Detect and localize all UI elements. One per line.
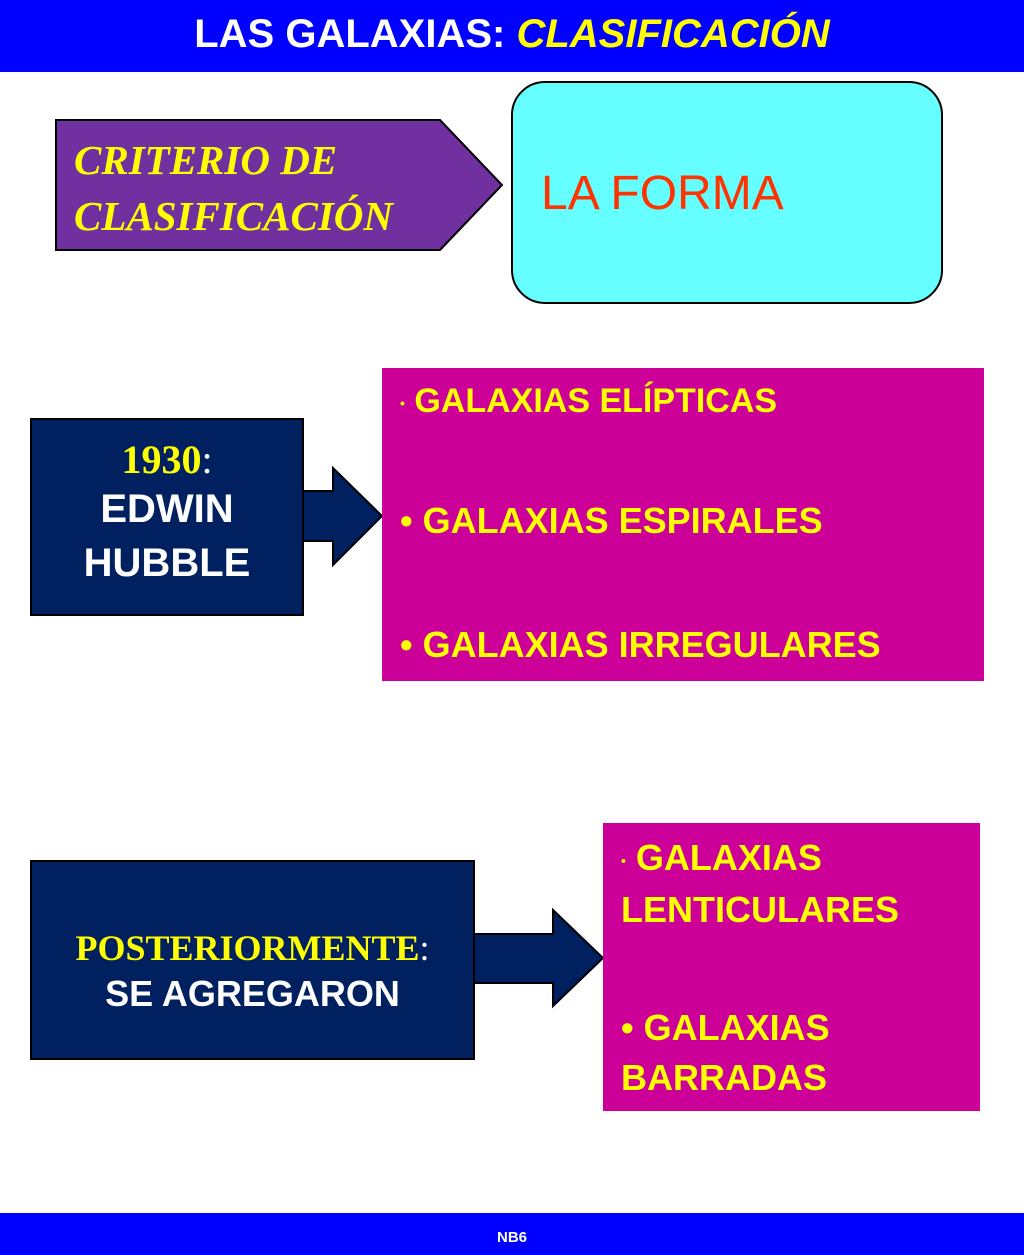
- page-title-accent: CLASIFICACIÓN: [516, 12, 830, 56]
- posterior-box: POSTERIORMENTE: SE AGREGARON: [30, 860, 475, 1060]
- list-item: • GALAXIAS ELÍPTICAS: [400, 382, 777, 421]
- bullet-icon: •: [400, 624, 413, 665]
- posterior-sub: SE AGREGARON: [105, 973, 400, 1014]
- posterior-colon: :: [419, 928, 430, 968]
- hubble-year: 1930:: [121, 437, 213, 482]
- hubble-box: 1930: EDWIN HUBBLE: [30, 418, 304, 616]
- forma-label: LA FORMA: [541, 167, 784, 220]
- bullet-icon: •: [621, 852, 626, 869]
- forma-box: LA FORMA: [511, 81, 943, 304]
- galaxy-types-box: • GALAXIAS ELÍPTICAS • GALAXIAS ESPIRALE…: [382, 368, 984, 681]
- bullet-icon: •: [621, 1007, 634, 1048]
- criterio-arrow-box: [55, 119, 504, 251]
- page-title: LAS GALAXIAS: CLASIFICACIÓN: [194, 12, 830, 56]
- criterio-label: CRITERIO DE CLASIFICACIÓN: [74, 132, 454, 244]
- posterior-arrow-icon: [470, 907, 605, 1009]
- footer-banner: NB6: [0, 1213, 1024, 1255]
- posterior-lead: POSTERIORMENTE:: [75, 928, 430, 968]
- hubble-name-line2: HUBBLE: [83, 541, 251, 585]
- list-item: • GALAXIAS BARRADAS: [621, 1003, 971, 1103]
- list-item-label: BARRADAS: [621, 1057, 827, 1098]
- list-item-label: GALAXIAS: [635, 837, 822, 878]
- list-item-label: GALAXIAS ESPIRALES: [422, 500, 823, 541]
- list-item: • GALAXIAS ESPIRALES: [400, 500, 823, 542]
- list-item: • GALAXIAS IRREGULARES: [400, 624, 881, 666]
- list-item-label: GALAXIAS IRREGULARES: [422, 624, 881, 665]
- list-item: • GALAXIAS LENTICULARES: [621, 833, 971, 935]
- bullet-icon: •: [400, 500, 413, 541]
- list-item-label: GALAXIAS ELÍPTICAS: [414, 382, 778, 420]
- criterio-label-line2: CLASIFICACIÓN: [74, 193, 394, 239]
- footer-code: NB6: [496, 1229, 527, 1246]
- added-types-box: • GALAXIAS LENTICULARES • GALAXIAS BARRA…: [603, 823, 980, 1111]
- criterio-label-line1: CRITERIO DE: [74, 137, 338, 183]
- title-banner: LAS GALAXIAS: CLASIFICACIÓN: [0, 0, 1024, 72]
- bullet-icon: •: [400, 395, 405, 412]
- list-item-label: LENTICULARES: [621, 889, 899, 931]
- list-item-label: GALAXIAS: [643, 1007, 830, 1048]
- hubble-year-colon: :: [201, 437, 213, 482]
- hubble-name-line1: EDWIN: [100, 487, 234, 531]
- hubble-arrow-icon: [299, 465, 384, 568]
